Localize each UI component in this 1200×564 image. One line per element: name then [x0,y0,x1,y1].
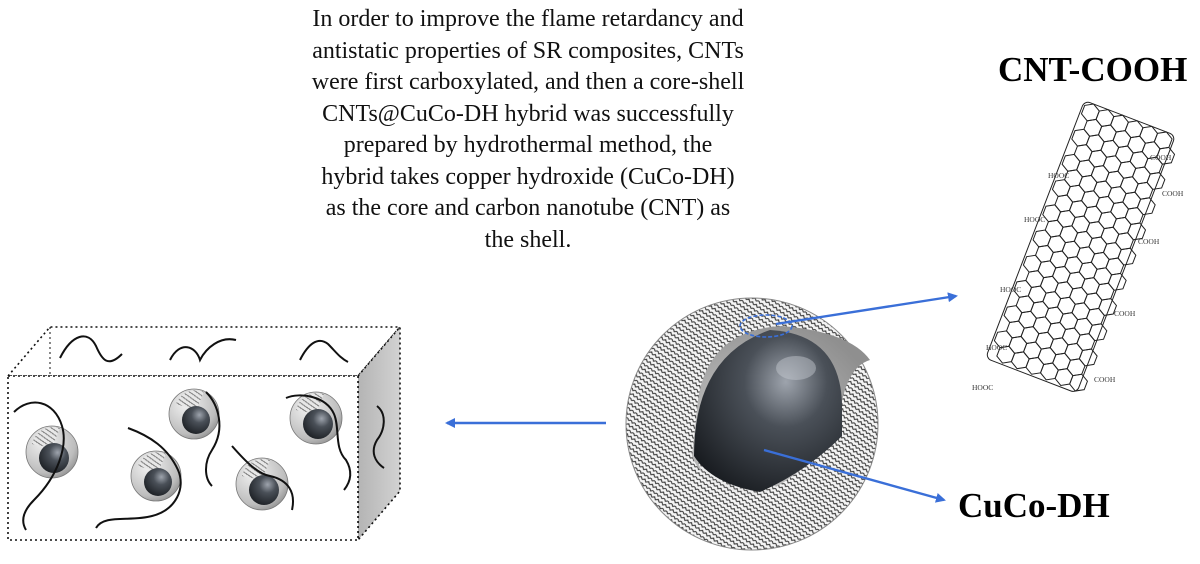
description-text: In order to improve the flame retardancy… [236,4,820,256]
carboxyl-tag-right: COOH [1150,153,1172,162]
description-line: were first carboxylated, and then a core… [311,69,745,95]
polymer-chain [59,335,123,363]
carboxyl-tag-left: HOOC [1024,215,1045,224]
polymer-chain [372,405,385,469]
hybrid-particle [25,425,79,479]
polymer-chain [13,401,65,531]
shell-highlight [739,314,793,338]
description-line: antistatic properties of SR composites, … [312,37,744,64]
carboxyl-tag-left: HOOC [986,343,1007,352]
carboxyl-tag-left: HOOC [972,383,993,392]
arrow-to-core [763,448,946,503]
description-line: as the core and carbon nanotube (CNT) as [325,195,731,221]
hybrid-particle [289,391,343,445]
description-line: In order to improve the flame retardancy… [312,6,744,32]
description-line: CNTs@CuCo-DH hybrid was successfully [322,100,734,127]
carboxyl-tag-left: HOOC [1048,171,1069,180]
polymer-chain [169,338,237,363]
carboxyl-groups: HOOC HOOC HOOC HOOC HOOC COOH COOH COOH COOH COOH [972,153,1184,392]
cuco-dh-core [694,330,842,492]
cnt-cooh-label: CNT-COOH [998,50,1188,89]
polymer-chain [205,391,221,487]
polymer-chain [231,445,294,511]
cuco-dh-label: CuCo-DH [958,486,1110,525]
description-line: the shell. [484,226,572,253]
box-top-face [6,326,402,377]
polymer-chain [299,339,349,363]
tube-hexagon [1069,373,1089,392]
carboxyl-tag-right: COOH [1138,237,1160,246]
hybrid-particle [235,457,289,511]
carboxyl-tag-right: COOH [1162,189,1184,198]
carboxyl-tag-right: COOH [1094,375,1116,384]
arrow-to-cnt [775,292,958,326]
description-line: hybrid takes copper hydroxide (CuCo-DH) [321,163,735,190]
carboxyl-tag-left: HOOC [1000,285,1021,294]
hybrid-particle [130,450,182,502]
composite-box [6,324,402,543]
carbon-nanotube [986,101,1176,392]
box-right-face [357,324,401,543]
polymer-chain [285,394,352,491]
hybrid-particle [168,388,220,440]
description-line: prepared by hydrothermal method, the [343,132,713,158]
carboxyl-tag-right: COOH [1114,309,1136,318]
tube-outline [986,101,1175,392]
polymer-chain [95,427,182,529]
core-shell-particle [625,297,879,551]
